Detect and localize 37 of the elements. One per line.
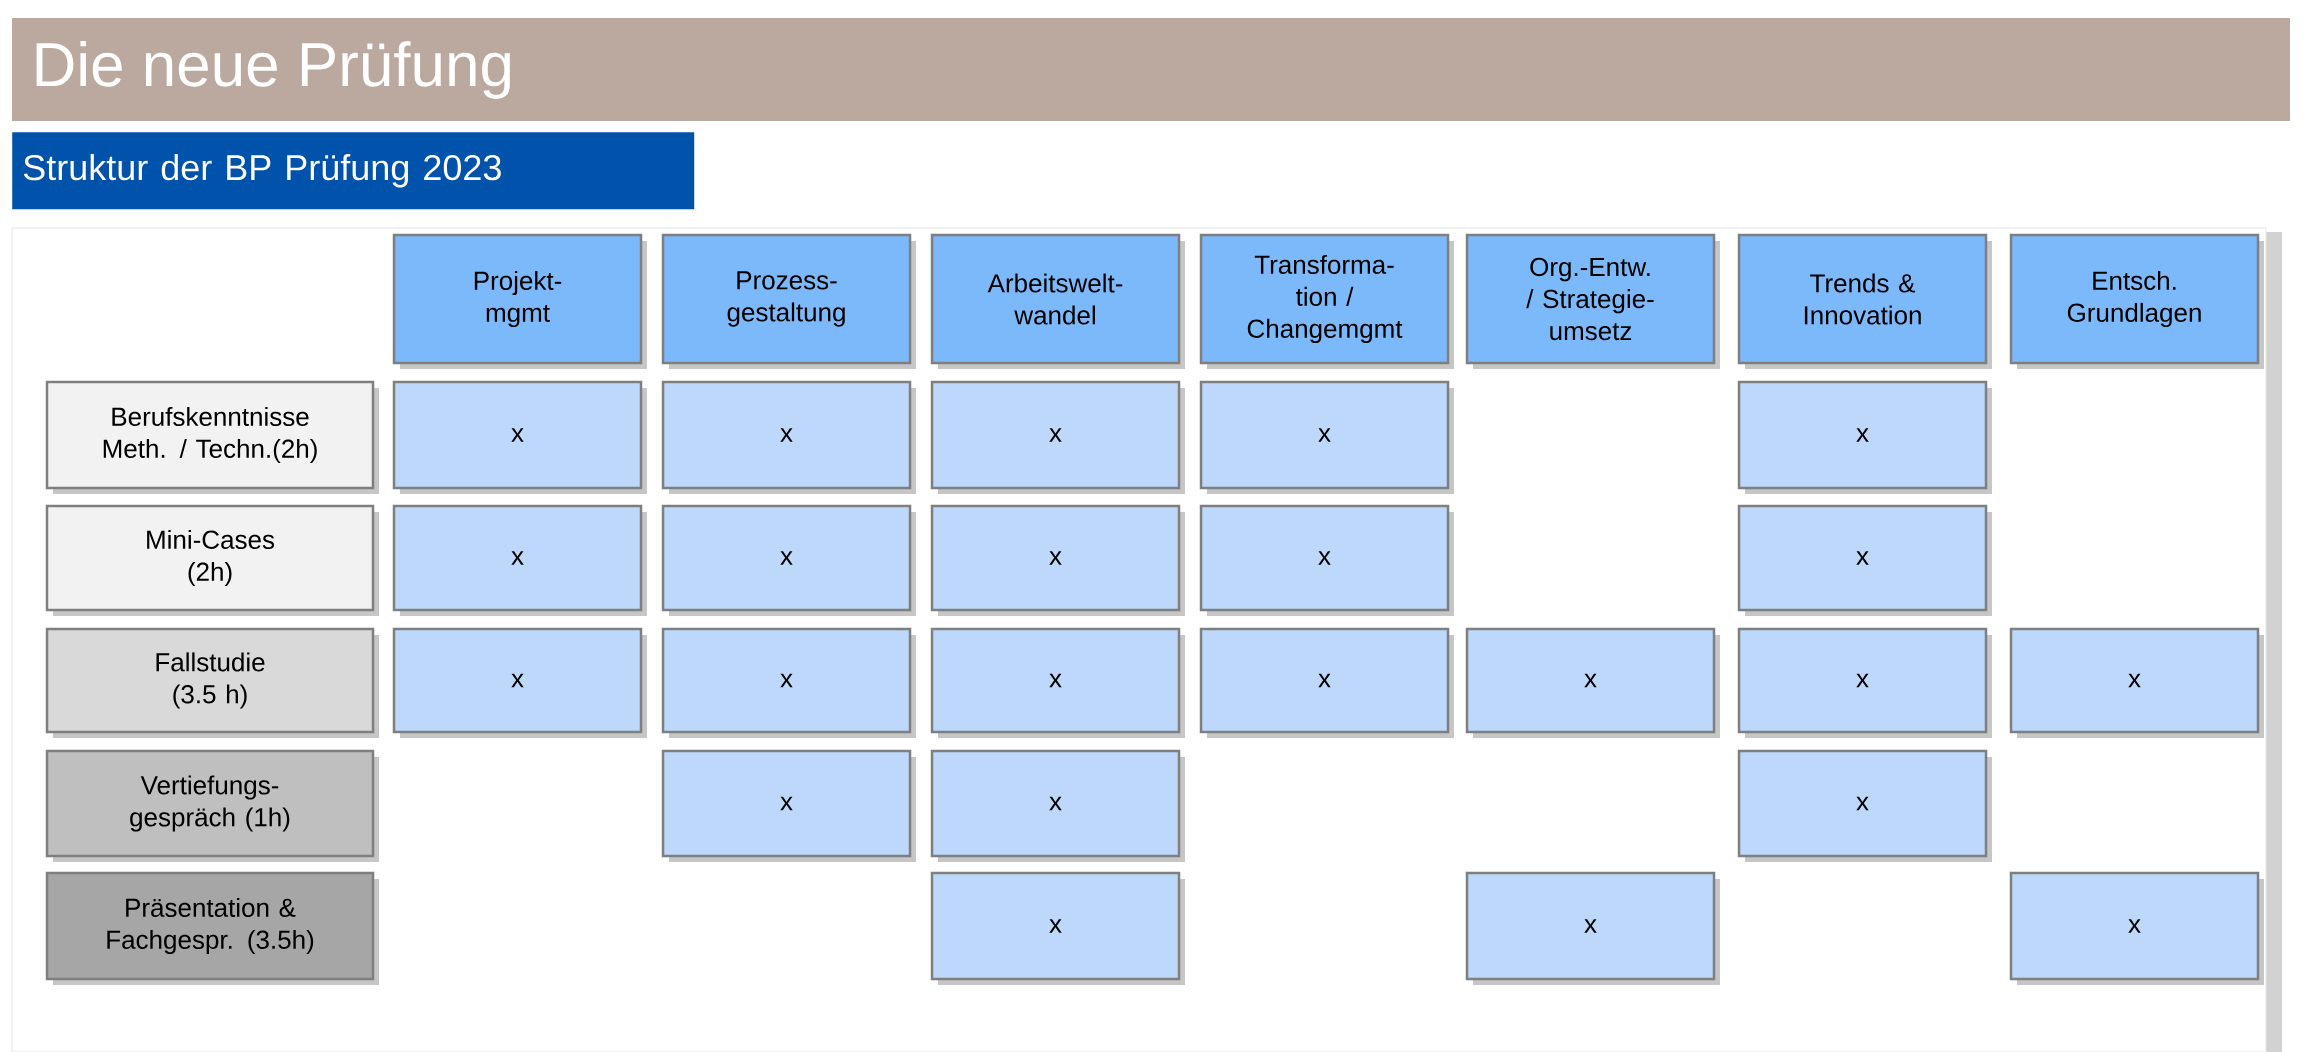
matrix-cell: x [930, 627, 1185, 738]
matrix-cell: x [2009, 871, 2264, 985]
matrix-cell: x [661, 380, 916, 494]
matrix-cell: x [1199, 627, 1454, 738]
matrix-cell: x [392, 627, 647, 738]
matrix-cell: x [930, 871, 1185, 985]
row-header: Vertiefungs- gespräch (1h) [45, 749, 379, 862]
subtitle-banner: Struktur der BP Prüfung 2023 [12, 132, 695, 210]
matrix-cell: x [1465, 627, 1720, 738]
matrix-cell: x [1737, 504, 1992, 616]
matrix-cell: x [1737, 749, 1992, 862]
matrix-cell: x [930, 749, 1185, 862]
matrix-cell: x [1737, 380, 1992, 494]
row-header: Mini-Cases (2h) [45, 504, 379, 616]
column-header: Entsch. Grundlagen [2009, 233, 2264, 369]
matrix-cell: x [930, 380, 1185, 494]
column-header: Transforma- tion / Changemgmt [1199, 233, 1454, 369]
matrix-cell: x [1465, 871, 1720, 985]
matrix-cell: x [1199, 504, 1454, 616]
matrix-cell: x [392, 504, 647, 616]
matrix-cell: x [2009, 627, 2264, 738]
column-header: Projekt- mgmt [392, 233, 647, 369]
matrix-cell: x [661, 504, 916, 616]
matrix-cell: x [661, 627, 916, 738]
row-header: Präsentation & Fachgespr. (3.5h) [45, 871, 379, 985]
matrix-cell: x [1737, 627, 1992, 738]
column-header: Arbeitswelt- wandel [930, 233, 1185, 369]
matrix-cell: x [661, 749, 916, 862]
matrix-cell: x [930, 504, 1185, 616]
title-bar: Die neue Prüfung [12, 18, 2290, 121]
row-header: Fallstudie (3.5 h) [45, 627, 379, 738]
row-header: Berufskenntnisse Meth. / Techn.(2h) [45, 380, 379, 494]
column-header: Prozess- gestaltung [661, 233, 916, 369]
column-header: Org.-Entw. / Strategie- umsetz [1465, 233, 1720, 369]
matrix-cell: x [392, 380, 647, 494]
column-header: Trends & Innovation [1737, 233, 1992, 369]
matrix-cell: x [1199, 380, 1454, 494]
